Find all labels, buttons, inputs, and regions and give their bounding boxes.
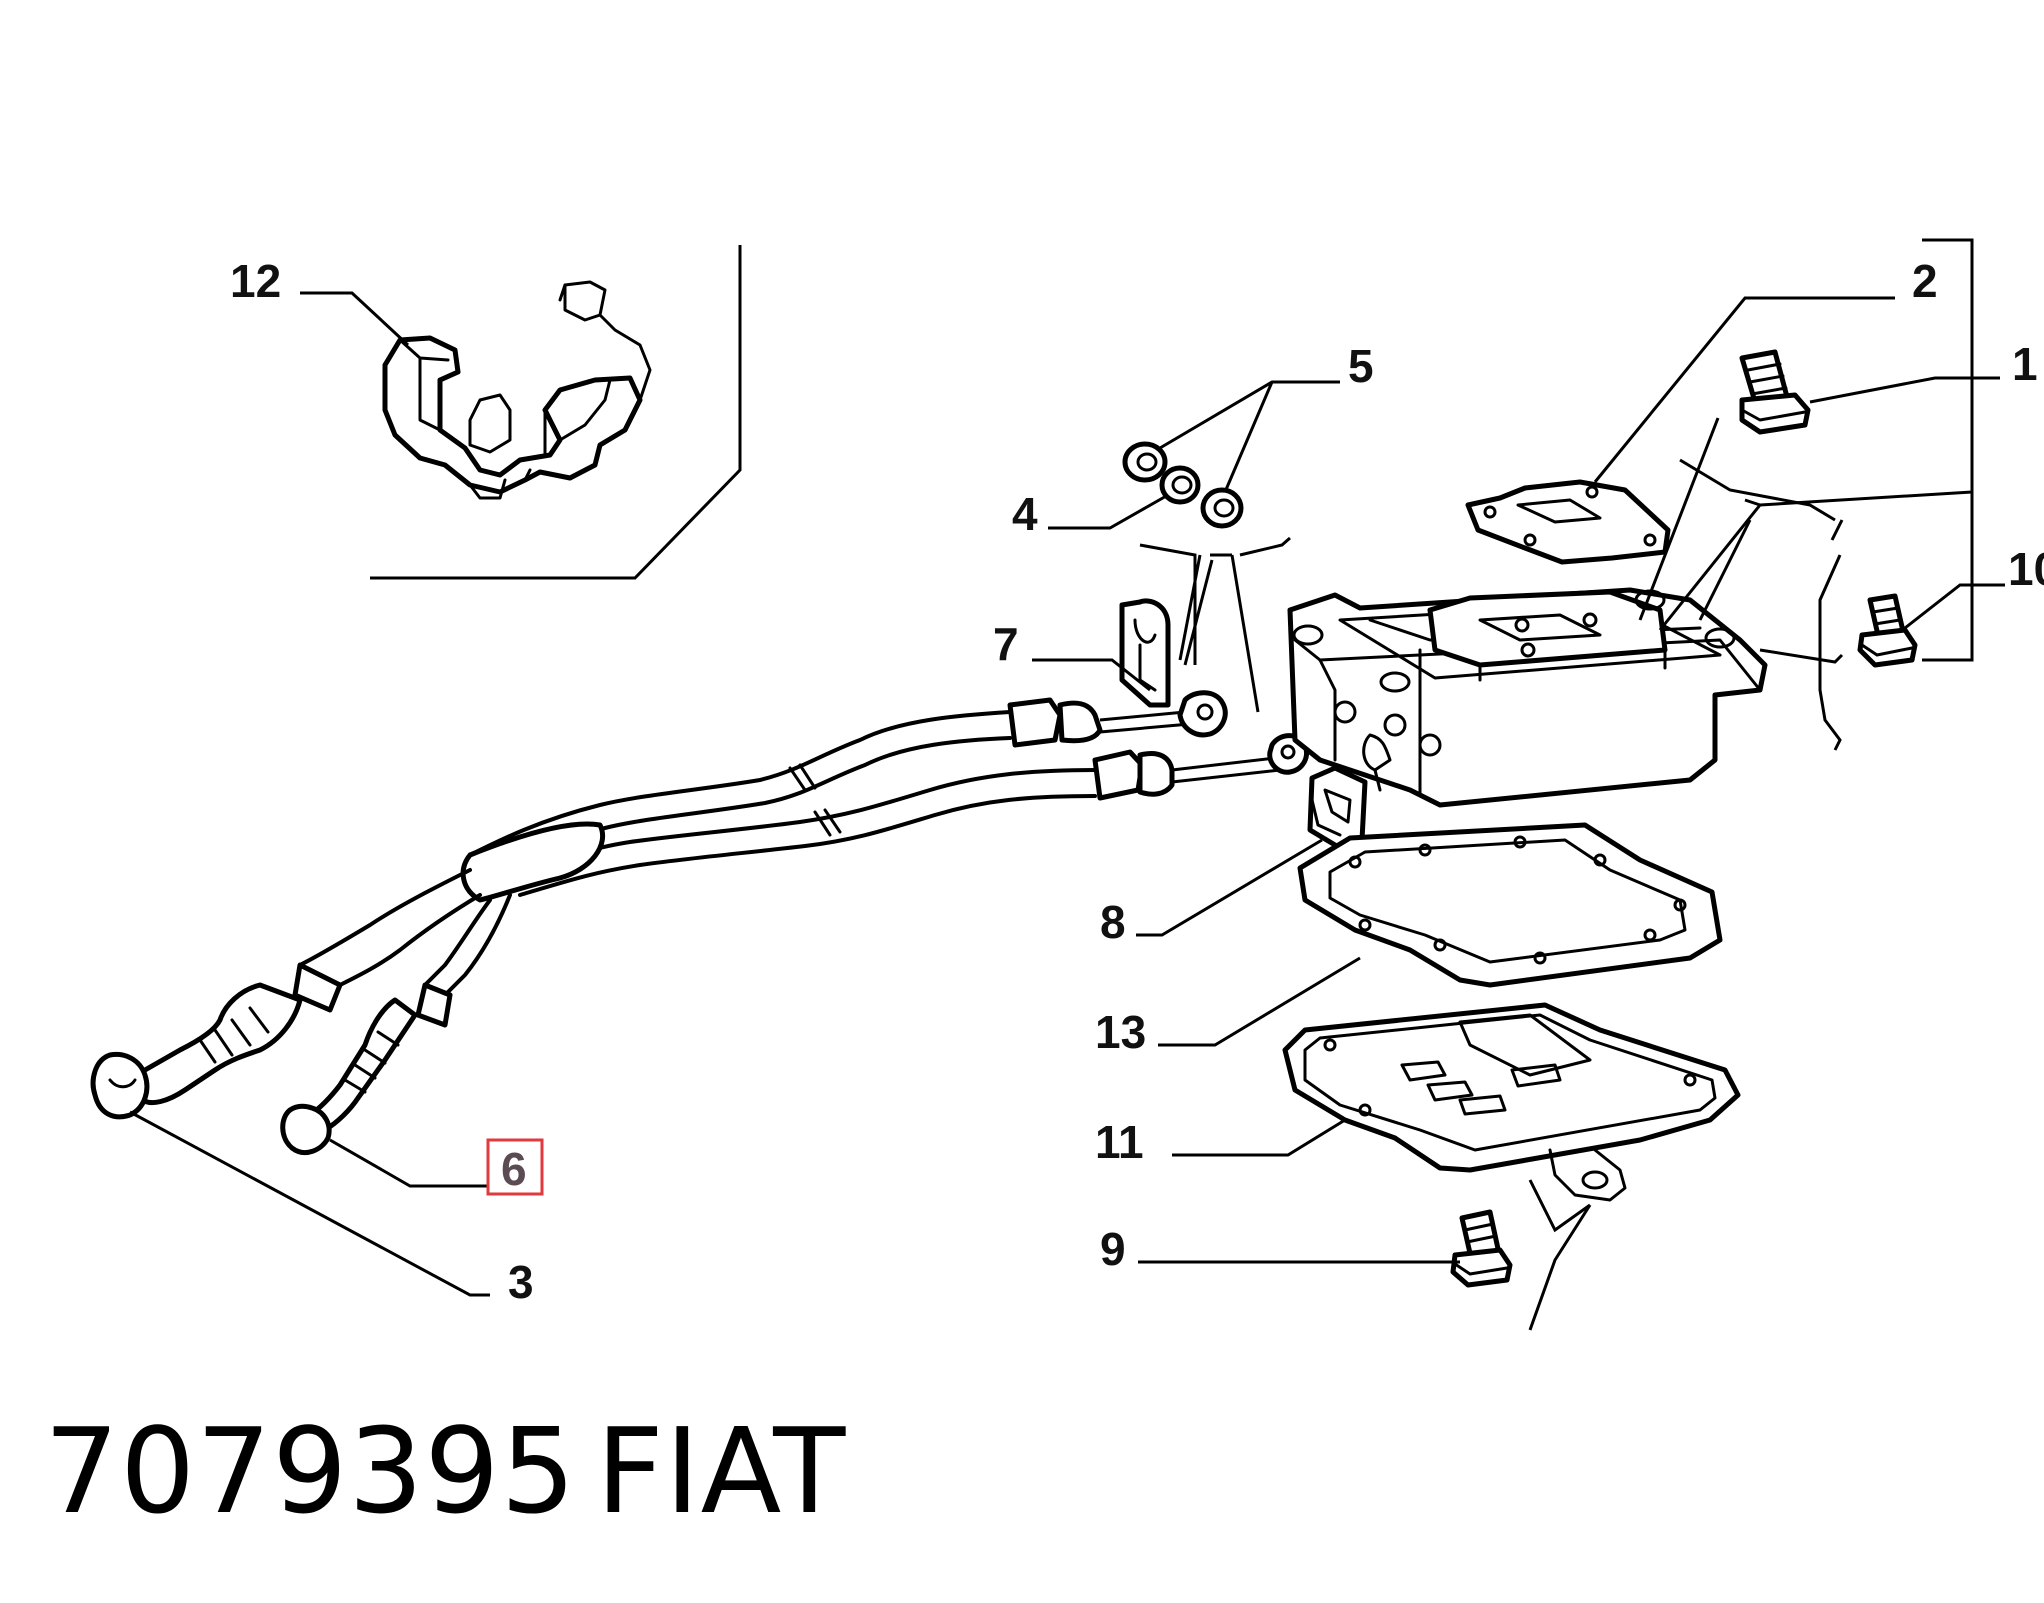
lever-housing bbox=[1287, 587, 1768, 808]
cover-plate-part-11 bbox=[1282, 1002, 1741, 1202]
callout-10: 10 bbox=[2008, 543, 2044, 595]
callout-7: 7 bbox=[993, 618, 1019, 670]
gasket-part-13 bbox=[1297, 822, 1723, 988]
callout-8: 8 bbox=[1100, 896, 1126, 948]
plate-part-2 bbox=[1465, 479, 1671, 565]
callout-6-highlight-box bbox=[486, 1138, 544, 1196]
bolt-part-10 bbox=[1857, 593, 1918, 668]
callout-2: 2 bbox=[1912, 255, 1938, 307]
bolt-part-1 bbox=[1739, 349, 1811, 435]
callout-6[interactable]: 6 bbox=[501, 1143, 527, 1195]
leader-lines bbox=[129, 291, 2005, 1297]
callout-11: 11 bbox=[1095, 1116, 1144, 1168]
callout-labels: 12 2 1 5 4 10 7 8 13 11 9 3 6 bbox=[230, 255, 2044, 1308]
inset-frame bbox=[370, 245, 742, 580]
brand-name: FIAT bbox=[596, 1402, 847, 1540]
cable-bracket-part-12 bbox=[382, 280, 652, 500]
gear-cable-assembly bbox=[90, 690, 1309, 1155]
bolt-part-9 bbox=[1450, 1209, 1513, 1288]
callout-1: 1 bbox=[2012, 338, 2038, 390]
part-number: 7079395 bbox=[44, 1402, 577, 1540]
callout-5: 5 bbox=[1348, 340, 1374, 392]
callout-3: 3 bbox=[508, 1256, 534, 1308]
callout-13: 13 bbox=[1095, 1006, 1146, 1058]
reference-lines bbox=[1139, 238, 1974, 1331]
callout-9: 9 bbox=[1100, 1223, 1126, 1275]
clip-part-7 bbox=[1119, 598, 1171, 708]
callout-4: 4 bbox=[1012, 488, 1038, 540]
bushings-parts-4-5 bbox=[1122, 441, 1244, 529]
callout-12: 12 bbox=[230, 255, 281, 307]
